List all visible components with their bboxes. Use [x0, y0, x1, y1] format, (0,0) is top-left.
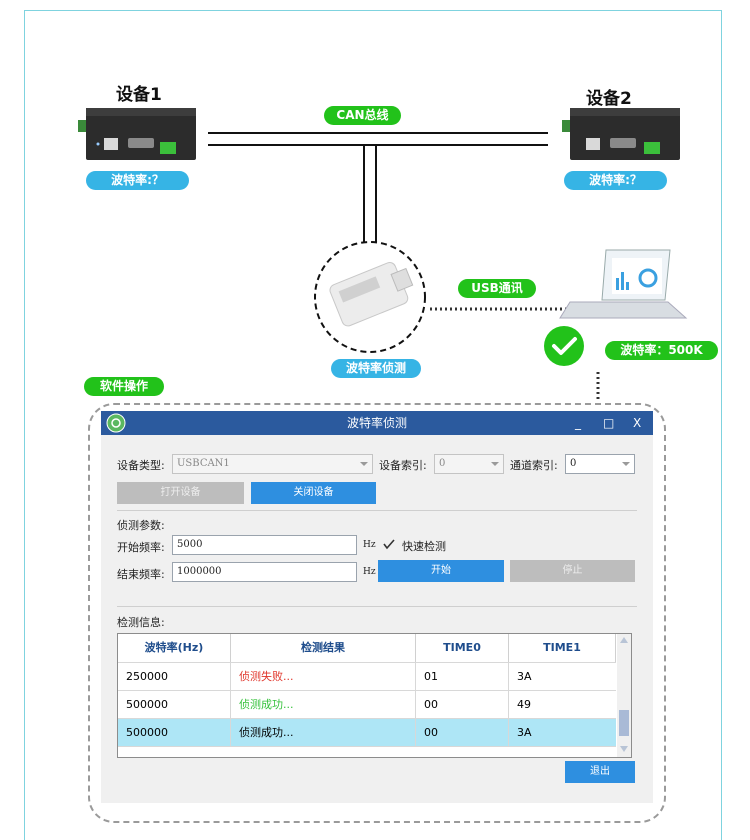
cell-time1: 49	[517, 698, 531, 711]
dialog-outline	[88, 403, 666, 823]
end-freq-input[interactable]: 1000000	[172, 562, 357, 582]
close-button[interactable]: X	[633, 416, 642, 430]
column-header-time0[interactable]: TIME0	[416, 634, 509, 662]
table-row[interactable]: 250000 侦测失败... 01 3A	[118, 662, 616, 691]
cell-result: 侦测成功...	[231, 691, 416, 719]
channel-index-select[interactable]: 0	[565, 454, 635, 474]
start-freq-unit: Hz	[363, 540, 376, 550]
column-header-result[interactable]: 检测结果	[231, 634, 416, 662]
chevron-down-icon	[360, 462, 368, 466]
device1-image	[78, 108, 196, 160]
outer-frame	[24, 10, 722, 840]
cell-baud: 500000	[118, 719, 231, 747]
cell-time1: 3A	[517, 670, 532, 683]
usb-pill: USB通讯	[458, 279, 536, 298]
cell-time1: 3A	[517, 726, 532, 739]
table-row[interactable]	[118, 746, 616, 757]
separator	[117, 606, 637, 607]
exit-button[interactable]: 退出	[565, 761, 635, 783]
software-pill: 软件操作	[84, 377, 164, 396]
device1-baud-pill: 波特率:？	[86, 171, 189, 190]
device-index-select[interactable]: 0	[434, 454, 504, 474]
stop-button[interactable]: 停止	[510, 560, 635, 582]
chevron-down-icon	[491, 462, 499, 466]
channel-index-value: 0	[570, 458, 577, 469]
cell-baud: 250000	[118, 663, 231, 691]
column-header-time1[interactable]: TIME1	[509, 634, 616, 662]
baud-detect-dialog: 波特率侦测 _ □ X 设备类型: USBCAN1 设备索引: 0 通道索引: …	[101, 411, 653, 803]
device-type-select[interactable]: USBCAN1	[172, 454, 373, 474]
device-type-label: 设备类型:	[117, 459, 165, 472]
detect-results-table: 波特率(Hz) 检测结果 TIME0 TIME1 250000 侦测失败... …	[117, 633, 632, 758]
cell-time0: 01	[416, 663, 509, 691]
detect-pill: 波特率侦测	[331, 359, 421, 378]
start-freq-input[interactable]: 5000	[172, 535, 357, 555]
cell-result: 侦测成功...	[231, 719, 416, 747]
table-scrollbar[interactable]	[617, 634, 631, 757]
detect-info-label: 检测信息:	[117, 616, 165, 629]
close-device-button[interactable]: 关闭设备	[251, 482, 376, 504]
minimize-button[interactable]: _	[575, 416, 581, 430]
start-freq-label: 开始频率:	[117, 541, 165, 554]
device1-title: 设备1	[116, 85, 162, 105]
fast-detect-label: 快速检测	[402, 540, 446, 553]
cell-time0: 00	[416, 719, 509, 747]
result-baud-pill: 波特率：500K	[605, 341, 718, 360]
column-header-baud[interactable]: 波特率(Hz)	[118, 634, 231, 662]
device-index-label: 设备索引:	[379, 459, 427, 472]
cell-baud: 500000	[118, 691, 231, 719]
chevron-down-icon	[622, 462, 630, 466]
channel-index-label: 通道索引:	[510, 459, 558, 472]
usbcan-adapter	[329, 262, 414, 327]
device-index-value: 0	[439, 458, 446, 469]
start-button[interactable]: 开始	[378, 560, 504, 582]
scroll-up-icon[interactable]	[620, 637, 628, 643]
table-row[interactable]: 500000 侦测成功... 00 49	[118, 690, 616, 719]
bus-diagram	[208, 132, 688, 400]
device2-image	[562, 108, 680, 160]
open-device-button[interactable]: 打开设备	[117, 482, 244, 504]
maximize-button[interactable]: □	[603, 416, 615, 430]
device2-title: 设备2	[586, 89, 632, 109]
device-type-value: USBCAN1	[177, 458, 230, 469]
can-bus-pill: CAN总线	[324, 106, 401, 125]
detect-params-label: 侦测参数:	[117, 519, 165, 532]
app-logo-icon	[106, 413, 126, 433]
table-row-selected[interactable]: 500000 侦测成功... 00 3A	[118, 718, 616, 747]
laptop-image	[559, 249, 688, 319]
cell-result: 侦测失败...	[231, 663, 416, 691]
scroll-down-icon[interactable]	[620, 746, 628, 752]
dialog-title: 波特率侦测	[346, 416, 407, 430]
end-freq-label: 结束频率:	[117, 568, 165, 581]
scroll-thumb[interactable]	[619, 710, 629, 736]
separator	[117, 510, 637, 511]
device2-baud-pill: 波特率:？	[564, 171, 667, 190]
check-circle-icon	[544, 326, 584, 366]
fast-detect-checkbox[interactable]	[382, 537, 396, 551]
dialog-titlebar: 波特率侦测 _ □ X	[101, 411, 653, 435]
end-freq-unit: Hz	[363, 567, 376, 577]
cell-time0: 00	[416, 691, 509, 719]
